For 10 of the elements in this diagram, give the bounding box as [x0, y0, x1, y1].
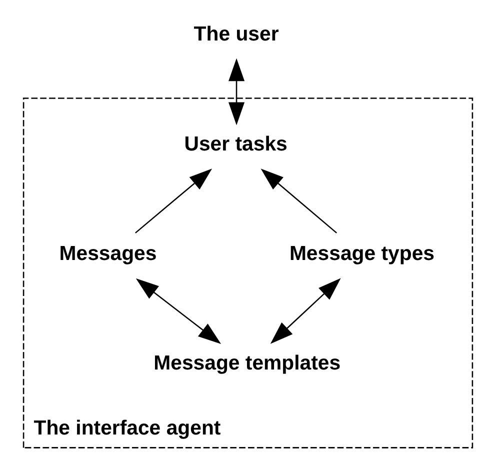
- node-text: Message templates: [154, 352, 341, 375]
- arrow: [135, 168, 212, 234]
- arrow: [270, 278, 341, 344]
- arrow: [228, 58, 245, 126]
- arrow: [136, 278, 222, 344]
- arrow: [260, 168, 338, 234]
- node-text: The user: [194, 24, 279, 46]
- node-text: Message types: [289, 242, 435, 265]
- node-text: User tasks: [184, 133, 288, 156]
- node-text: Messages: [59, 242, 157, 265]
